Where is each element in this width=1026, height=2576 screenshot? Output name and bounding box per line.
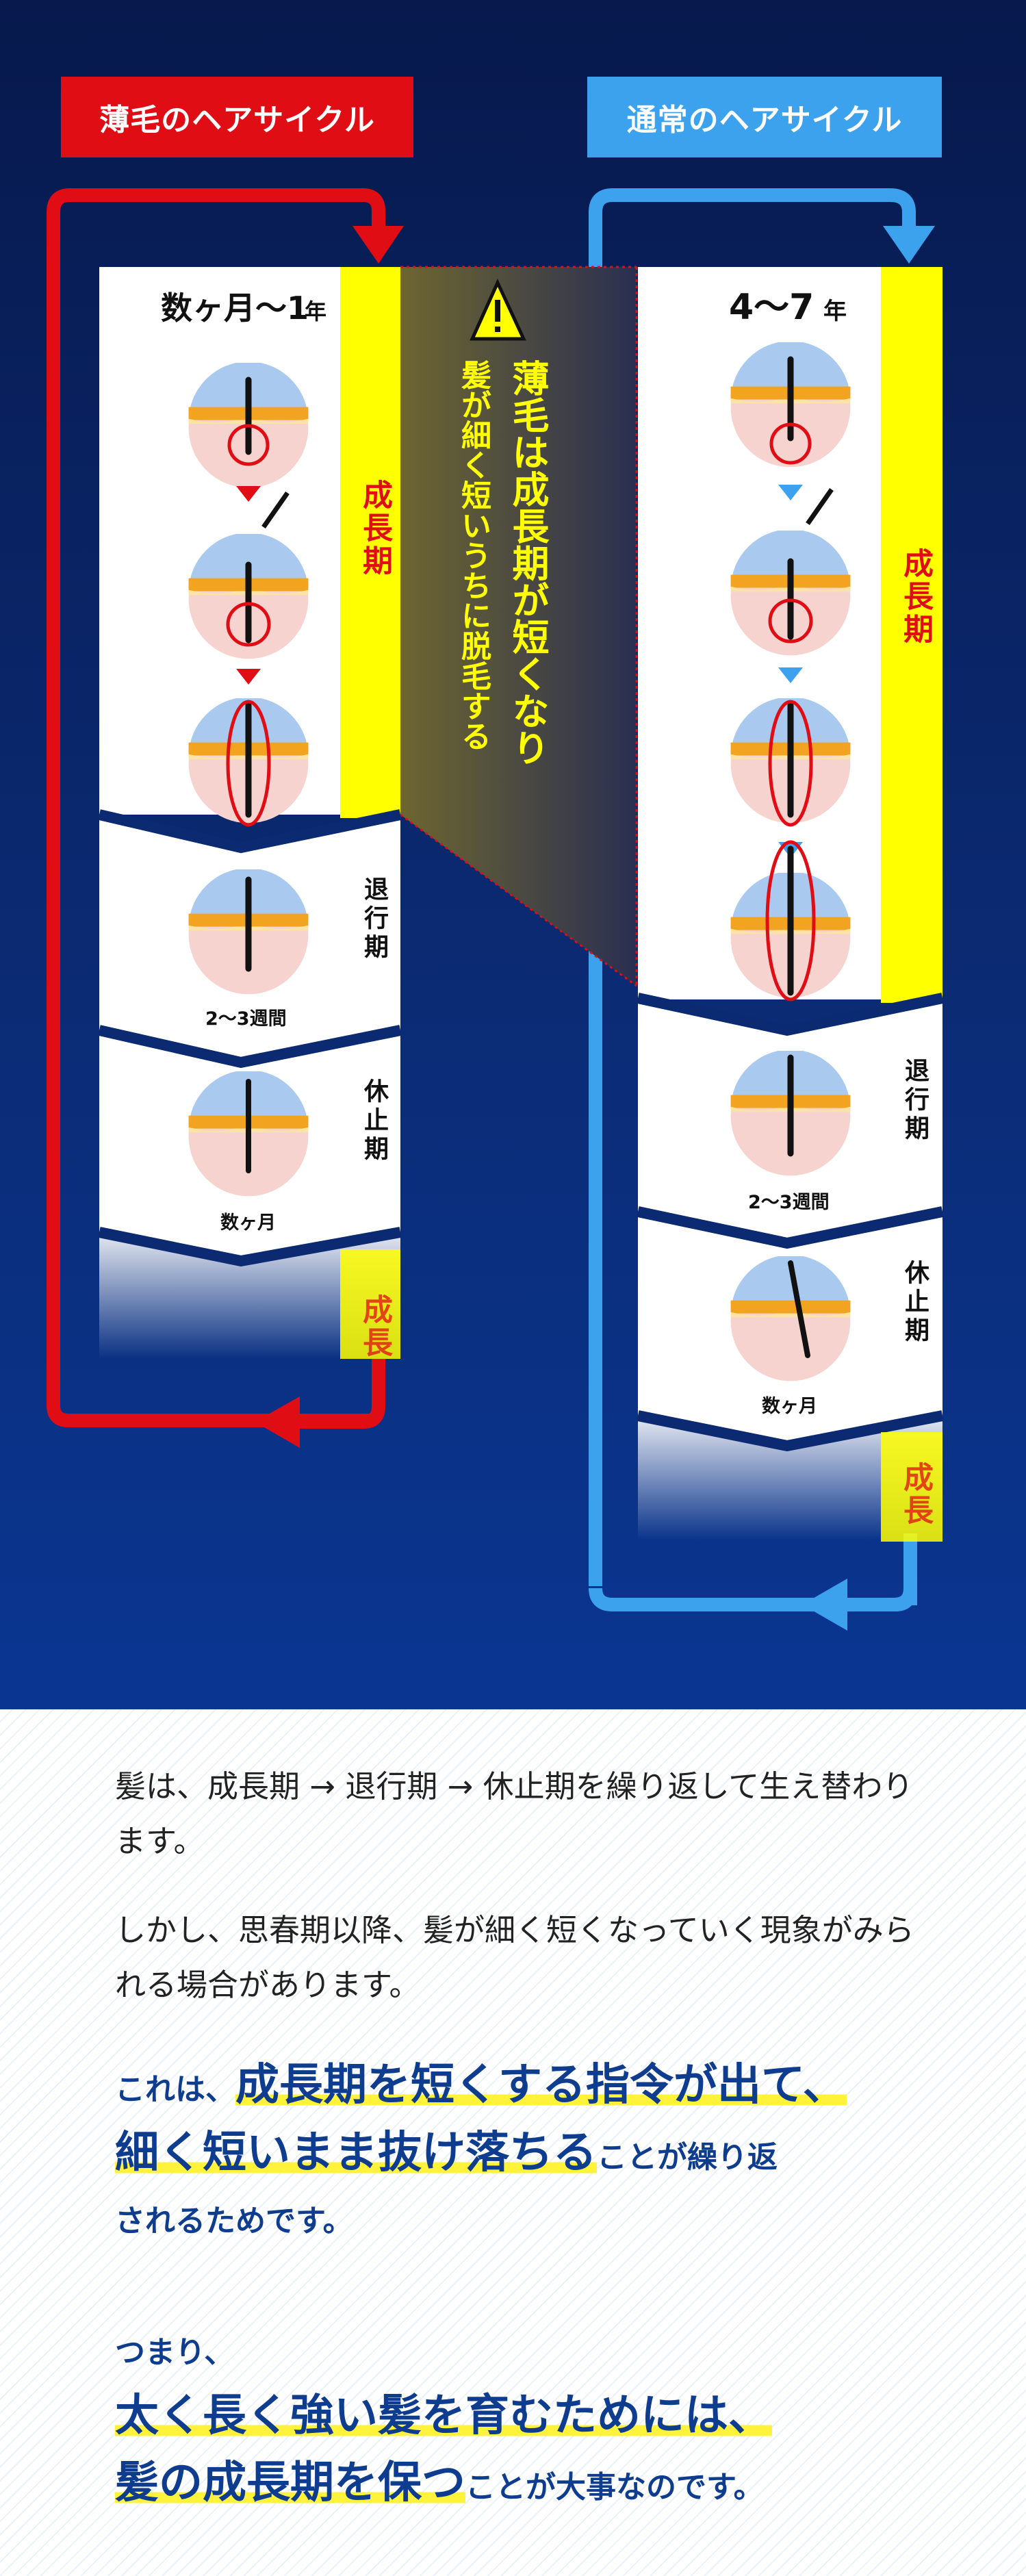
thinning-duration-unit: 年 xyxy=(305,298,326,324)
thinning-catagen-duration: 2〜3週間 xyxy=(205,1008,287,1030)
normal-cycle-label: 通常のヘアサイクル xyxy=(587,77,942,157)
thinning-cycle-label: 薄毛のヘアサイクル xyxy=(61,77,413,157)
normal-follicle-2 xyxy=(730,487,851,656)
p4-emphasis-2: 髪の成長期を保つ xyxy=(115,2458,465,2508)
thinning-duration: 数ヶ月〜1 xyxy=(161,290,309,327)
normal-follicle-3 xyxy=(730,698,851,827)
p3-lead: これは、 xyxy=(115,2072,235,2107)
paragraph-4: つまり、 太く長く強い髪を育むためには、 髪の成長期を保つことが大事なのです。 xyxy=(115,2321,936,2519)
p3-emphasis-2: 細く短いまま抜け落ちる xyxy=(115,2128,597,2178)
thinning-follicle-1 xyxy=(188,363,309,488)
p4-lead: つまり、 xyxy=(115,2335,235,2370)
normal-duration: 4〜7 xyxy=(729,287,814,328)
thinning-loop-arrowhead-left xyxy=(255,1397,300,1448)
normal-catagen-duration: 2〜3週間 xyxy=(748,1192,830,1213)
normal-loop-arrowhead-down xyxy=(883,226,935,264)
paragraph-2: しかし、思春期以降、髪が細く短くなっていく現象がみられる場合があります。 xyxy=(115,1912,914,2003)
thinning-follicle-telogen xyxy=(188,1071,309,1197)
thinning-growth-label: 成長期 xyxy=(357,479,392,578)
p3-emphasis-1: 成長期を短くする指令が出て、 xyxy=(235,2060,847,2110)
thinning-telogen-duration: 数ヶ月 xyxy=(220,1212,276,1234)
warning-text-line2: 髪が細く短いうちに脱毛する xyxy=(456,359,491,751)
p4-emphasis-1: 太く長く強い髪を育むためには、 xyxy=(115,2390,772,2441)
normal-duration-unit: 年 xyxy=(823,298,847,325)
normal-loop-arrowhead-left xyxy=(802,1579,847,1631)
thinning-telogen-label: 休止期 xyxy=(360,1078,388,1164)
warning-text-line1: 薄毛は成長期が短くなり xyxy=(506,359,549,766)
thinning-growth-again-label: 成長 xyxy=(357,1294,392,1360)
normal-follicle-catagen xyxy=(730,1051,851,1176)
normal-follicle-telogen xyxy=(730,1256,851,1381)
thinning-follicle-3 xyxy=(188,698,309,827)
paragraph-1: 髪は、成長期 → 退行期 → 休止期を繰り返して生え替わります。 xyxy=(115,1768,914,1859)
normal-follicle-4 xyxy=(730,840,851,1002)
normal-telogen-duration: 数ヶ月 xyxy=(762,1396,817,1417)
normal-telogen-label: 休止期 xyxy=(901,1260,929,1346)
thinning-follicle-catagen xyxy=(188,869,309,995)
cycle-diagram: 数ヶ月〜1 年 2〜3週間 数ヶ月 4〜7 年 2〜3週間 数ヶ月 xyxy=(47,188,944,1631)
p4-tail: ことが大事なのです。 xyxy=(465,2470,764,2505)
warning-band xyxy=(400,267,637,986)
thinning-follicle-2 xyxy=(188,491,309,659)
paragraph-3: これは、成長期を短くする指令が出て、 細く短いまま抜け落ちることが繰り返 される… xyxy=(115,2054,936,2253)
normal-catagen-label: 退行期 xyxy=(901,1058,929,1144)
normal-growth-label: 成長期 xyxy=(898,548,933,646)
p3-end: されるためです。 xyxy=(115,2204,353,2239)
thinning-catagen-label: 退行期 xyxy=(360,876,388,962)
normal-growth-again-label: 成長 xyxy=(898,1462,933,1527)
normal-follicle-1 xyxy=(730,342,851,468)
p3-tail: ことが繰り返 xyxy=(597,2140,778,2175)
thinning-loop-arrowhead-down xyxy=(352,226,404,264)
